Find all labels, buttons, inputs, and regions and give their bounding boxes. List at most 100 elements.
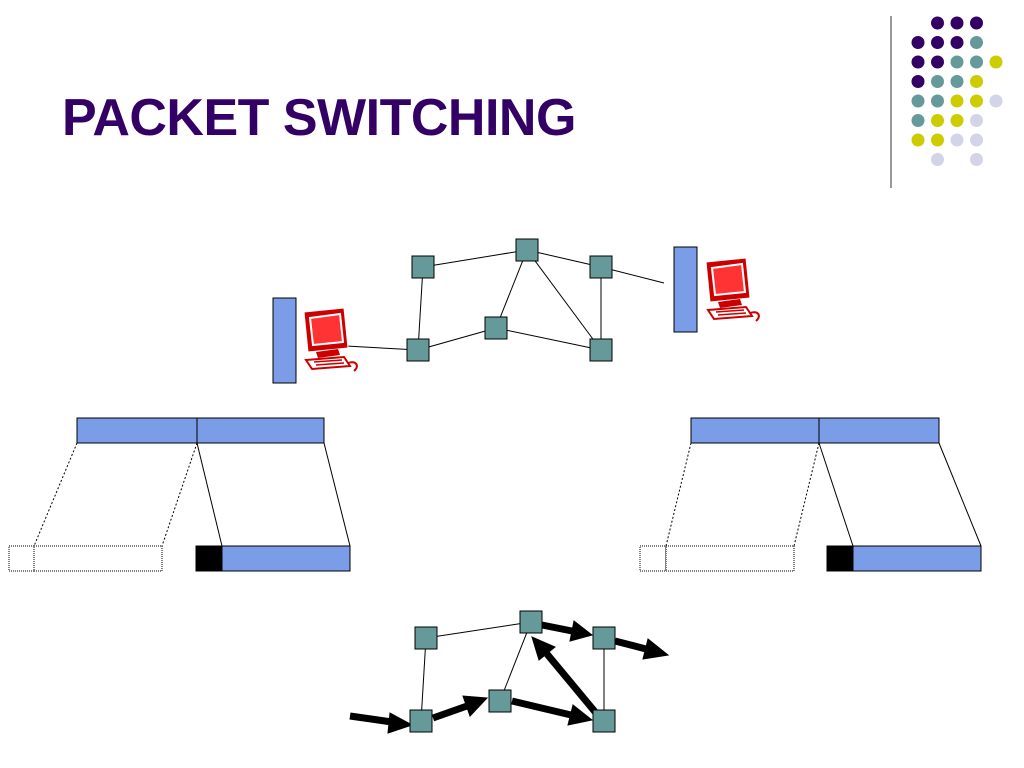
router-node <box>411 255 435 279</box>
expand-line <box>793 442 820 547</box>
expand-line <box>665 442 692 547</box>
expand-line <box>33 442 78 547</box>
packet-header-pending <box>639 545 667 572</box>
link <box>420 637 427 722</box>
router-node <box>409 709 433 733</box>
bottom-network <box>349 610 670 734</box>
router-node <box>519 610 543 634</box>
router-node <box>515 238 539 262</box>
network-nodes <box>409 610 616 733</box>
packet-route-arrows <box>349 620 670 734</box>
link <box>495 249 528 329</box>
packet-payload-pending <box>665 545 795 572</box>
link <box>499 621 532 702</box>
link <box>345 345 419 351</box>
message-segment <box>818 417 940 444</box>
decorative-dot <box>950 55 964 69</box>
arrowhead-icon <box>531 636 556 661</box>
decorative-dot <box>950 75 964 88</box>
packet-breakdown-left <box>8 417 351 572</box>
packet-header <box>195 545 223 572</box>
link <box>417 266 424 351</box>
router-node <box>484 316 508 340</box>
decorative-dot <box>931 55 944 69</box>
decorative-dot <box>970 55 983 69</box>
route-arrow <box>511 697 572 719</box>
link <box>417 327 497 351</box>
decorative-dot <box>911 75 925 88</box>
desktop-computer-icon <box>303 307 358 372</box>
router-node <box>592 626 616 650</box>
link <box>422 249 528 268</box>
decorative-dot <box>931 133 944 147</box>
packet-header <box>826 545 854 572</box>
route-arrow <box>541 621 573 635</box>
decorative-dot <box>950 36 964 49</box>
packet-payload <box>852 545 982 572</box>
decorative-dot <box>931 94 944 108</box>
decorative-dot <box>911 94 925 108</box>
decorative-dot <box>989 55 1003 69</box>
decorative-dot <box>970 114 983 127</box>
network-nodes <box>406 238 613 362</box>
server-tower-icon <box>673 246 698 333</box>
decorative-dot <box>970 75 983 88</box>
route-arrow <box>349 712 393 726</box>
packet-breakdown-right <box>639 417 982 572</box>
decorative-dot <box>931 36 944 49</box>
message-segment <box>690 417 820 444</box>
decorative-dot <box>931 16 944 30</box>
expand-line <box>161 442 198 547</box>
desktop-computer-icon <box>705 257 760 322</box>
route-arrow <box>544 651 599 716</box>
router-node <box>589 255 613 279</box>
message-segment <box>76 417 198 444</box>
router-node <box>414 626 438 650</box>
network-links <box>345 249 665 351</box>
decorative-dot <box>950 16 964 30</box>
arrowhead-icon <box>569 620 594 642</box>
decorative-dot <box>970 153 983 166</box>
decorative-dot <box>950 114 964 127</box>
decorative-dot <box>970 36 983 49</box>
link <box>425 621 532 639</box>
expand-line <box>196 442 223 547</box>
packet-payload <box>221 545 351 572</box>
server-tower-icon <box>272 297 297 384</box>
link <box>526 249 602 351</box>
decorative-dot <box>911 55 925 69</box>
expand-line <box>818 442 854 547</box>
router-node <box>406 338 430 362</box>
decorative-dot <box>970 16 983 30</box>
decorative-dot <box>911 133 925 147</box>
router-node <box>589 338 613 362</box>
arrowhead-icon <box>387 712 414 734</box>
decorative-dot <box>950 94 964 108</box>
router-node <box>488 689 512 713</box>
route-arrow <box>614 637 647 653</box>
router-node <box>592 709 616 733</box>
route-arrow <box>431 702 469 722</box>
decorative-dot <box>931 153 944 166</box>
decorative-dot <box>911 36 925 49</box>
arrowhead-icon <box>567 704 594 726</box>
decorative-dot-grid <box>911 16 1003 166</box>
packet-header-pending <box>8 545 35 572</box>
decorative-dot <box>970 94 983 108</box>
link <box>495 327 602 351</box>
expand-line <box>323 442 351 547</box>
arrowhead-icon <box>642 638 670 660</box>
decorative-dot <box>989 94 1003 108</box>
message-segment <box>196 417 325 444</box>
top-network <box>272 238 760 384</box>
decorative-dot <box>911 114 925 127</box>
decorative-dot <box>931 75 944 88</box>
network-links <box>420 621 605 722</box>
slide-title: PACKET SWITCHING <box>62 89 576 147</box>
decorative-dot <box>931 114 944 127</box>
packet-payload-pending <box>33 545 163 572</box>
link <box>526 249 602 268</box>
decorative-dot <box>970 133 983 147</box>
decorative-dot <box>950 133 964 147</box>
